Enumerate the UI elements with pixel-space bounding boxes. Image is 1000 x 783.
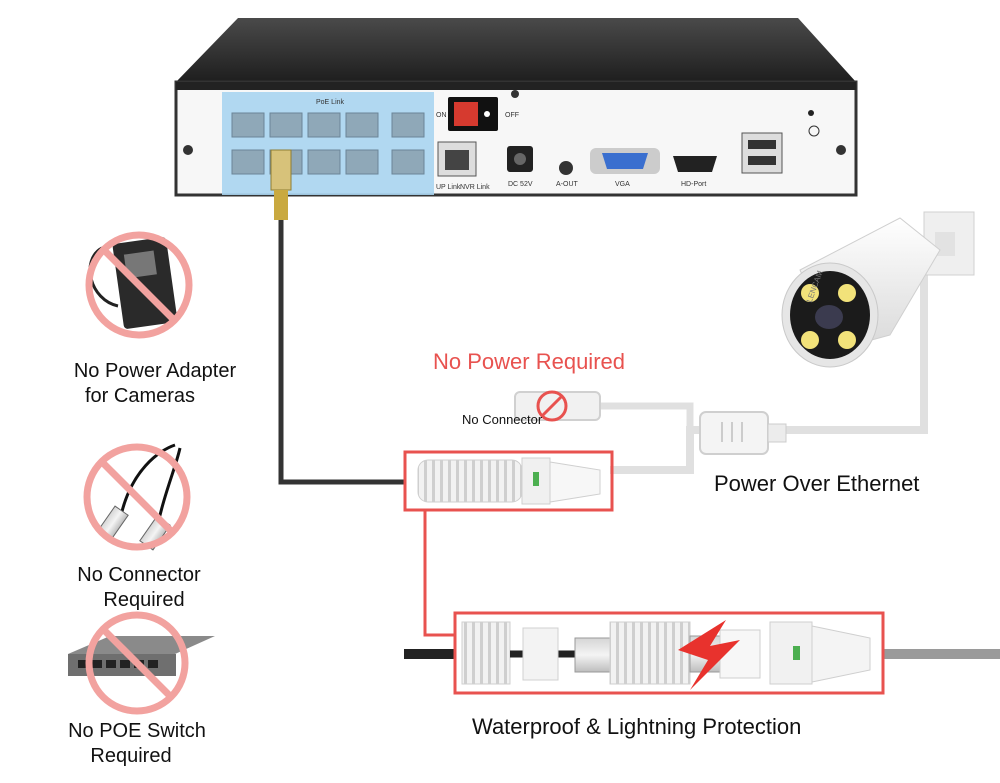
exploded-nut	[574, 637, 611, 673]
rj45-boot-nvr	[274, 190, 288, 220]
camera-light-2	[838, 284, 856, 302]
aout-label: A-OUT	[556, 181, 578, 188]
highlight-box-bottom	[453, 611, 885, 695]
nvr-screw-right	[836, 145, 846, 155]
poe-link-label: PoE Link	[316, 99, 345, 106]
side-caption-connector-line1: No Connector	[77, 564, 201, 586]
side-caption-adapter-line2: for Cameras	[84, 385, 196, 407]
no-connector-small-label: No Connector	[462, 412, 543, 427]
power-over-ethernet-label: Power Over Ethernet	[714, 471, 920, 496]
connector-led	[533, 472, 539, 486]
connector-shell	[417, 459, 523, 503]
audio-out-jack	[559, 161, 573, 175]
side-caption-adapter-line1: No Power Adapter	[73, 360, 237, 382]
waterproof-exploded-view	[461, 620, 871, 690]
vga-label: VGA	[615, 181, 630, 188]
bullet-camera	[781, 211, 975, 368]
highlight-box-top	[403, 450, 614, 512]
power-switch-dot	[484, 111, 490, 117]
exploded-body	[609, 621, 691, 685]
camera-lens	[815, 305, 843, 329]
hd-port-label: HD-Port	[681, 181, 707, 188]
dc-label: DC 52V	[508, 181, 533, 188]
no-power-prohibit-icon	[536, 390, 568, 422]
poe-port-zone	[222, 92, 434, 195]
camera-light-4	[838, 331, 856, 349]
nvr-screw-top	[511, 90, 519, 98]
uplink-port-socket	[445, 150, 469, 170]
hdmi-port	[673, 156, 717, 172]
prohibit-icon-connector	[83, 443, 191, 551]
camera-light-3	[801, 331, 819, 349]
side-caption-connector: No Connector Required	[44, 563, 234, 613]
rj45-plug-nvr	[270, 149, 292, 191]
nvr-to-connector-cable	[278, 190, 405, 485]
status-led	[808, 110, 814, 116]
poe-ports-bottom-row	[231, 149, 425, 175]
switch-on-label: ON	[436, 112, 447, 119]
lightning-bolt-icon	[678, 620, 740, 690]
camera-light-1	[801, 284, 819, 302]
waterproof-label: Waterproof & Lightning Protection	[472, 714, 802, 739]
prohibit-icon-adapter	[85, 231, 193, 339]
nvr-top-panel	[176, 18, 856, 82]
switch-off-label: OFF	[505, 112, 519, 119]
exploded-cap	[461, 621, 511, 685]
no-power-required-label: No Power Required	[433, 349, 625, 374]
waterproof-connector-top	[417, 457, 601, 505]
nvr-edge	[176, 82, 856, 90]
exploded-led	[793, 646, 800, 660]
prohibit-icon-switch	[85, 611, 189, 715]
side-caption-switch-line2: Required	[90, 745, 172, 767]
up-link-label: UP Link	[436, 184, 461, 191]
side-caption-connector-line2: Required	[103, 589, 185, 611]
highlight-link-line	[423, 510, 455, 637]
vga-socket	[602, 153, 648, 169]
side-caption-adapter: No Power Adapter for Cameras	[60, 359, 250, 409]
nvr-screw-left	[183, 145, 193, 155]
nvr-recorder	[174, 18, 858, 197]
nvr-link-label: NVR Link	[460, 184, 490, 191]
exploded-seal	[522, 627, 559, 681]
poe-splitter-box	[699, 411, 769, 455]
usb-ports	[741, 132, 783, 174]
side-caption-switch: No POE Switch Required	[42, 719, 232, 769]
bnc-connector-item	[83, 443, 191, 551]
power-switch-rocker	[454, 102, 478, 126]
ground-screw	[808, 125, 820, 137]
power-branch-cable	[600, 402, 694, 430]
poe-switch-item	[68, 611, 215, 715]
side-caption-switch-line1: No POE Switch	[68, 720, 206, 742]
power-adapter-item	[85, 231, 193, 339]
exploded-socket	[719, 629, 761, 679]
poe-ports-top-row	[231, 112, 425, 138]
